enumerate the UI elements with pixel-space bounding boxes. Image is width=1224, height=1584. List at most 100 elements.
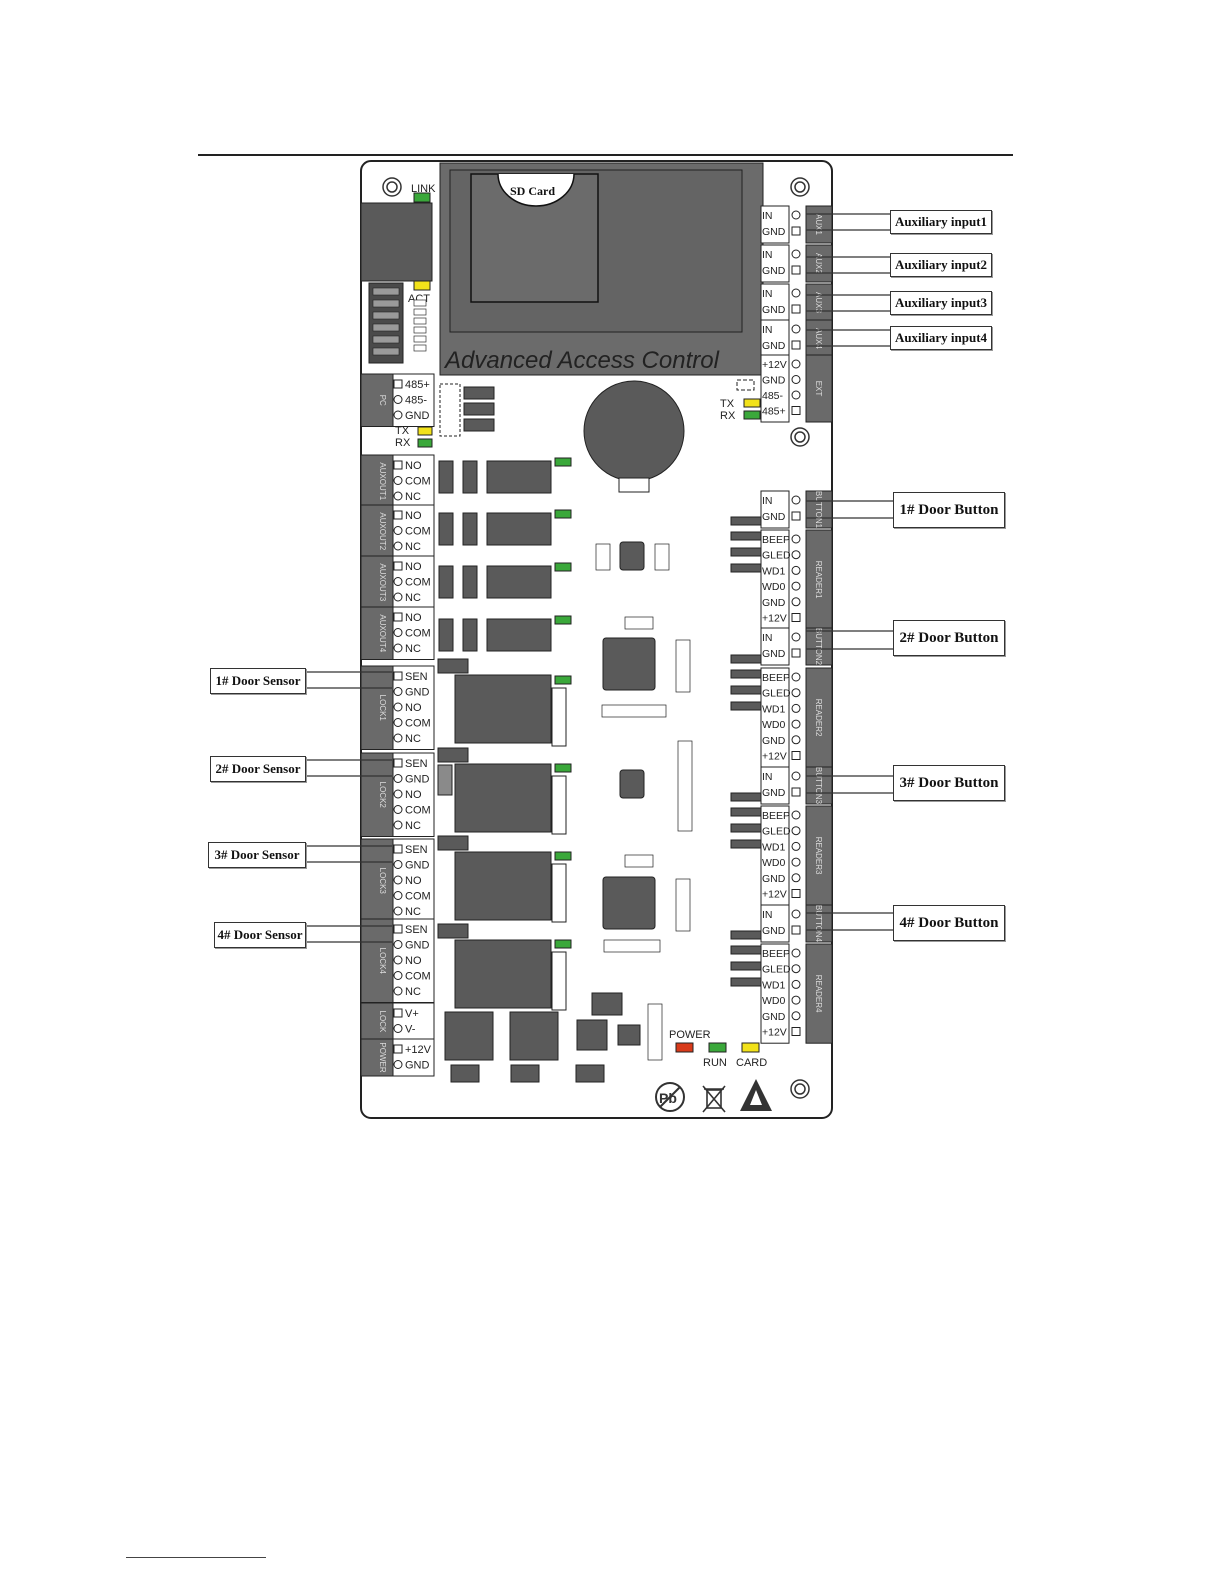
pin-circle [393, 491, 403, 501]
terminal-block-label: LOCK1 [378, 695, 387, 722]
pin-label: COM [405, 718, 431, 730]
pin-circle [393, 971, 403, 980]
pin-circle [791, 841, 801, 851]
pin-circle [791, 565, 801, 575]
pin-label: GLED [762, 826, 791, 838]
terminal-block-label: AUXOUT2 [378, 512, 387, 550]
pin-label: NO [405, 561, 422, 573]
pin-square [393, 1044, 403, 1054]
pin-label: GND [762, 1011, 786, 1023]
pin-square [791, 751, 801, 760]
pin-circle [393, 476, 403, 485]
link-led [413, 192, 431, 203]
pin-circle [791, 597, 801, 607]
power-led [675, 1042, 694, 1053]
terminal-block-label: LOCK3 [378, 868, 387, 895]
pin-label: NC [405, 541, 421, 553]
pin-circle [393, 410, 403, 420]
terminal-block-label: LOCK4 [378, 948, 387, 975]
pin-circle [393, 733, 403, 743]
pin-label: COM [405, 805, 431, 817]
terminal-block-label: BUTTON3 [814, 767, 823, 805]
pin-circle [791, 719, 801, 729]
pin-label: 485+ [405, 379, 430, 391]
pin-label: GND [405, 687, 430, 699]
terminal-block-label: READER1 [814, 561, 823, 599]
pin-circle [791, 632, 801, 642]
pin-label: COM [405, 476, 431, 488]
terminal-block-label: AUX3 [814, 292, 823, 313]
power-led-label: POWER [669, 1029, 711, 1041]
pin-label: SEN [405, 671, 428, 683]
pin-circle [393, 1060, 403, 1069]
pin-circle [791, 735, 801, 745]
ethernet-jack [360, 202, 433, 282]
mcu-chips [602, 541, 656, 930]
pin-label: +12V [762, 1027, 787, 1039]
pin-label: GND [762, 873, 786, 885]
callout-door-sensor-4: 4# Door Sensor [214, 922, 306, 948]
pin-circle [393, 875, 403, 885]
terminal-block-label: READER3 [814, 837, 823, 875]
pin-label: COM [405, 971, 431, 983]
pin-label: NC [405, 491, 421, 503]
pin-label: GND [762, 648, 786, 660]
aux-status-leds [554, 457, 572, 625]
pin-label: IN [762, 632, 773, 644]
right-terminal-strips: AUX1INGNDAUX2INGNDAUX3INGNDAUX4INGNDEXT+… [760, 205, 833, 1044]
rx-label-right: RX [720, 410, 736, 422]
callout-door-sensor-3: 3# Door Sensor [208, 842, 306, 868]
pin-circle [791, 948, 801, 958]
pin-circle [393, 940, 403, 949]
pin-square [393, 460, 403, 470]
weee-bin-icon [702, 1085, 726, 1113]
pin-label: IN [762, 324, 773, 336]
pin-square [393, 1008, 403, 1018]
pin-circle [791, 672, 801, 682]
pin-circle [393, 789, 403, 799]
pin-circle [791, 909, 801, 919]
pin-square [791, 648, 801, 658]
link-label: LINK [411, 183, 436, 195]
pin-circle [393, 774, 403, 783]
pin-label: NO [405, 510, 422, 522]
pin-label: NC [405, 592, 421, 604]
tx-led-right [743, 398, 761, 408]
pin-square [393, 844, 403, 854]
pin-label: WD1 [762, 703, 785, 715]
pin-label: IN [762, 909, 773, 921]
pin-circle [791, 995, 801, 1005]
callout-connectors [305, 213, 893, 943]
pin-circle [791, 1011, 801, 1021]
pin-circle [791, 534, 801, 544]
pin-label: WD0 [762, 995, 785, 1007]
terminal-block-label: EXT [814, 381, 823, 397]
pin-label: V- [405, 1024, 416, 1036]
callout-door-button-4: 4# Door Button [893, 905, 1005, 941]
pin-label: IN [762, 495, 773, 507]
terminal-block-label: POWER [378, 1042, 387, 1072]
callout-door-button-2: 2# Door Button [893, 620, 1005, 656]
run-led [708, 1042, 727, 1053]
pin-label: IN [762, 249, 773, 261]
board-title: Advanced Access Control [443, 347, 720, 374]
pin-square [791, 226, 801, 236]
terminal-block-label: AUX2 [814, 253, 823, 274]
pin-circle [791, 688, 801, 698]
terminal-block-label: LOCK [378, 1011, 387, 1033]
pin-square [393, 671, 403, 681]
pin-label: NO [405, 612, 422, 624]
terminal-block-label: READER4 [814, 975, 823, 1013]
terminal-block-label: AUX4 [814, 328, 823, 349]
pin-circle [791, 324, 801, 334]
callout-door-button-3: 3# Door Button [893, 765, 1005, 801]
rx-led-left [417, 438, 433, 448]
pin-label: SEN [405, 758, 428, 770]
